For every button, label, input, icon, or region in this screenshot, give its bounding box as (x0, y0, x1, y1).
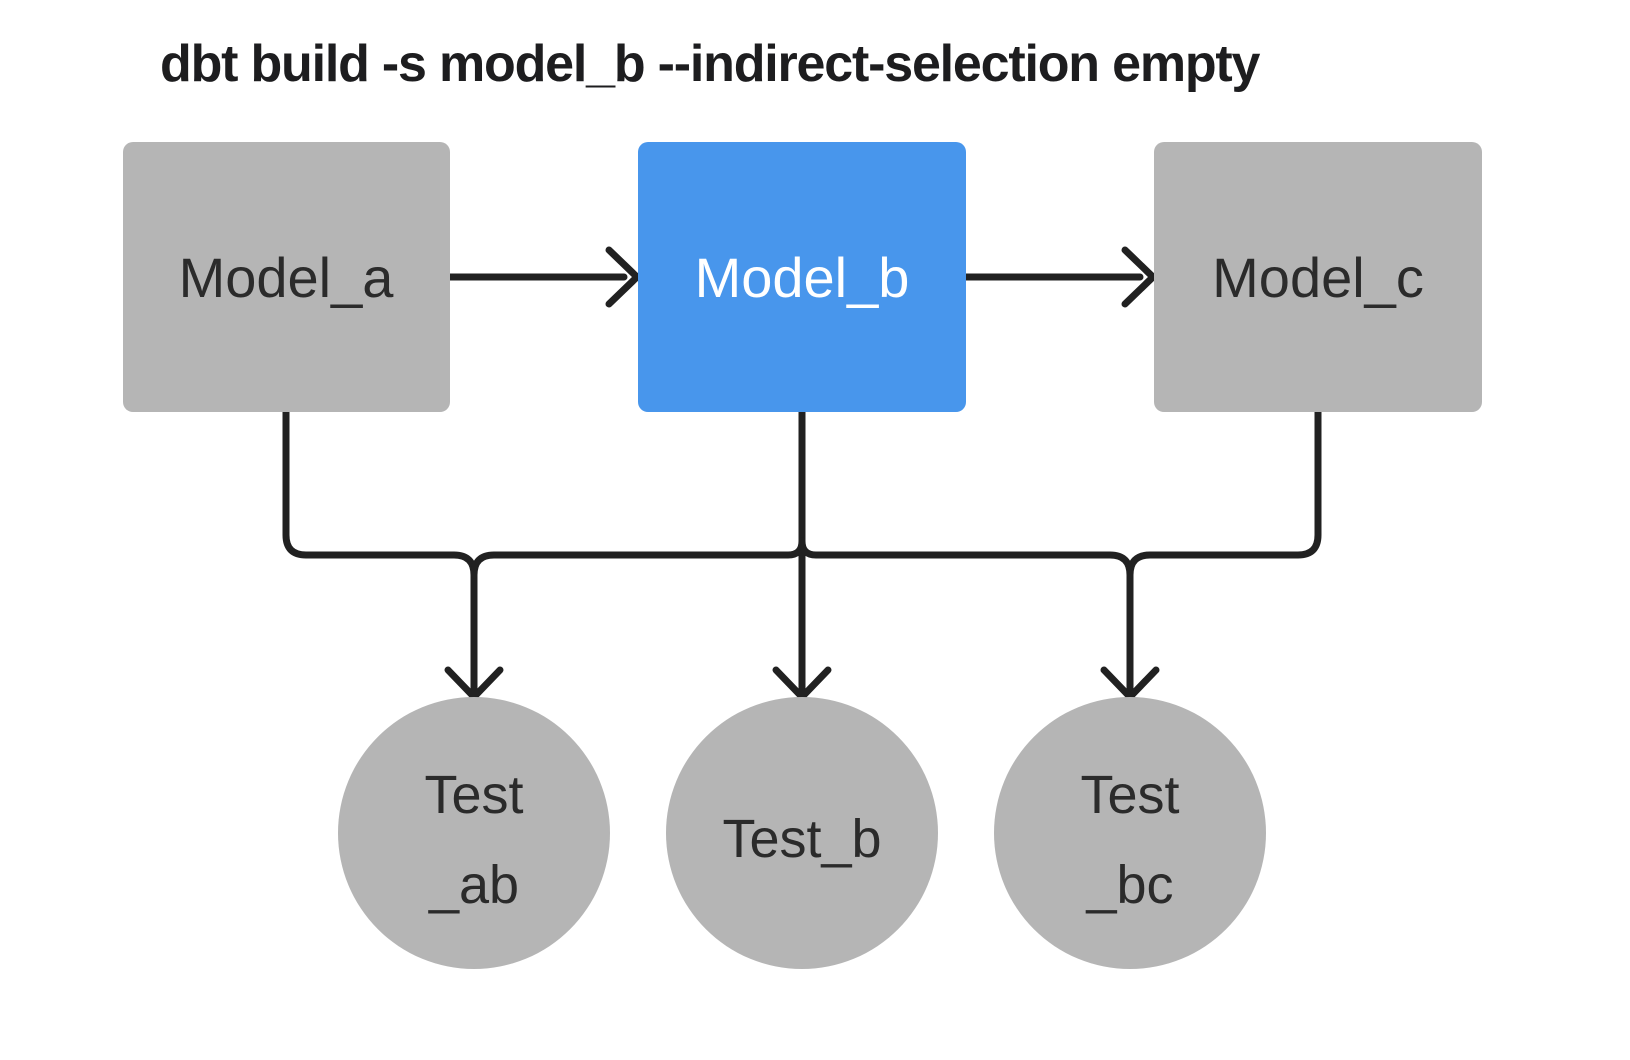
node-test-bc: Test _bc (994, 697, 1266, 969)
model-b-box (638, 142, 966, 412)
test-ab-circle (338, 697, 610, 969)
model-a-box (123, 142, 450, 412)
node-model-a: Model_a (123, 142, 450, 412)
diagram-title: dbt build -s model_b --indirect-selectio… (160, 35, 1261, 93)
test-b-label: Test_b (722, 809, 881, 869)
edge-bus-left-to-model-b (470, 537, 806, 579)
test-bc-label-line2: _bc (1085, 855, 1173, 915)
edge-model-c-to-test-bc (1126, 408, 1322, 579)
edge-model-a-to-test-ab (282, 408, 478, 701)
test-ab-label-line2: _ab (428, 855, 519, 915)
edge-model-b-to-test-bc (798, 537, 1134, 701)
arrowhead-into-model-b-icon (605, 246, 641, 308)
test-b-circle (666, 697, 938, 969)
edges (282, 246, 1322, 701)
test-bc-label-line1: Test (1080, 765, 1179, 825)
arrowhead-into-model-c-icon (1121, 246, 1157, 308)
model-a-label: Model_a (179, 246, 395, 309)
test-bc-circle (994, 697, 1266, 969)
node-model-b-selected: Model_b (638, 142, 966, 412)
node-test-b: Test_b (666, 697, 938, 969)
model-c-box (1154, 142, 1482, 412)
model-c-label: Model_c (1212, 246, 1424, 309)
node-test-ab: Test _ab (338, 697, 610, 969)
test-ab-label-line1: Test (424, 765, 523, 825)
node-model-c: Model_c (1154, 142, 1482, 412)
model-b-label: Model_b (695, 246, 910, 309)
